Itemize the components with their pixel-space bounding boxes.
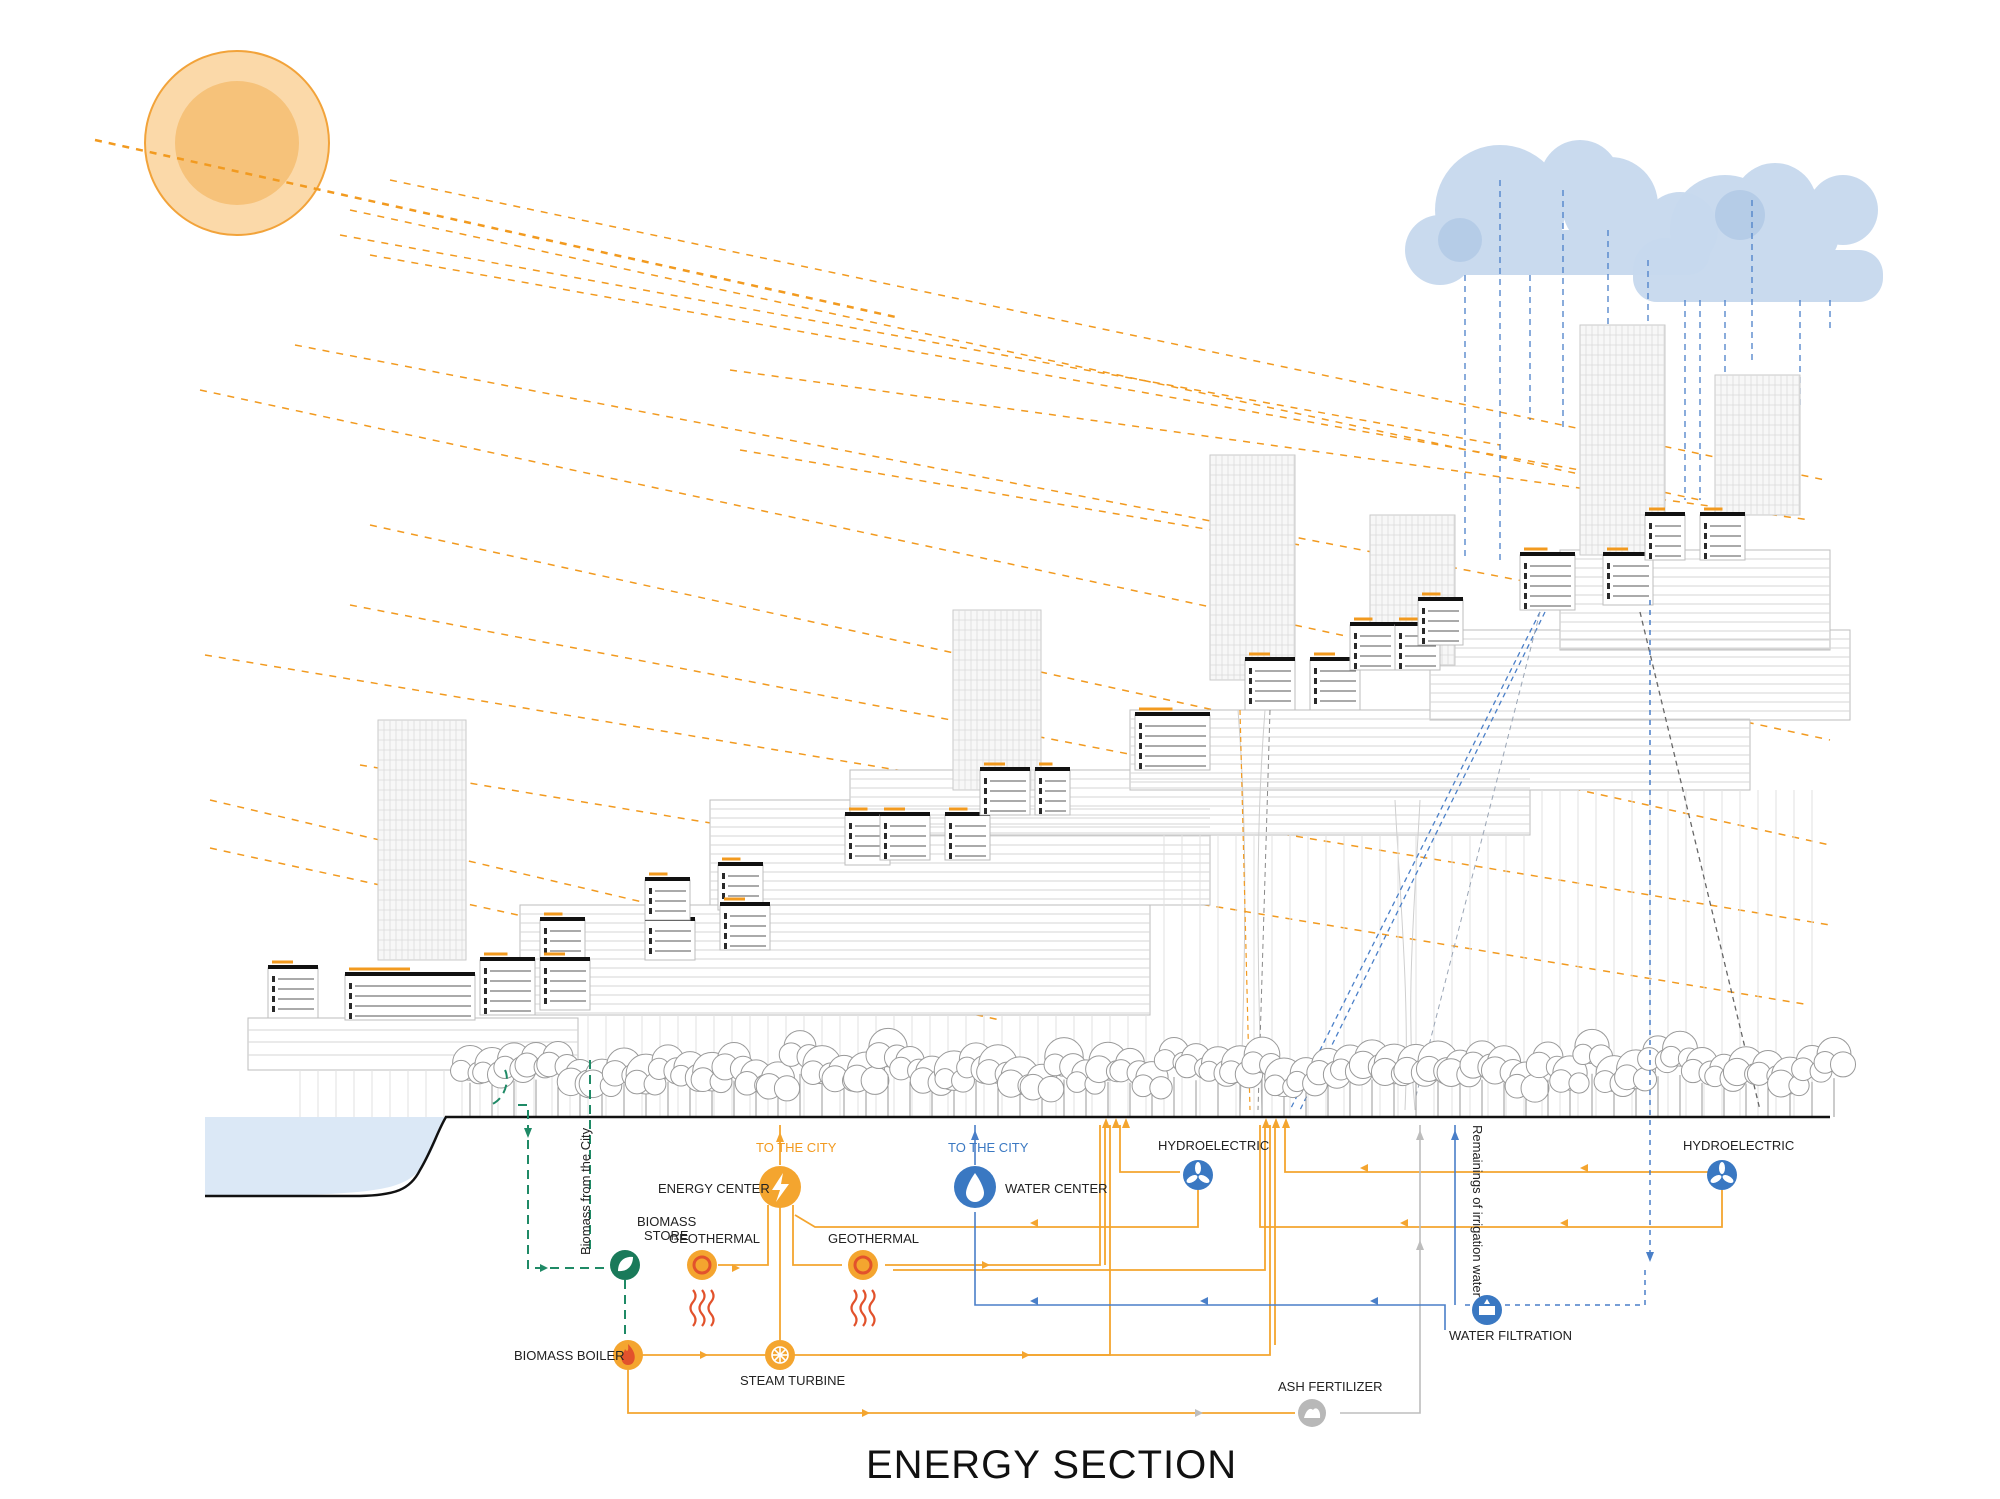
heat-icon bbox=[850, 1289, 876, 1327]
water-center-node: WATER CENTER bbox=[954, 1166, 1108, 1208]
steam-turbine-label: STEAM TURBINE bbox=[740, 1373, 846, 1388]
flame-icon bbox=[621, 1344, 635, 1366]
turbine-icon bbox=[771, 1346, 789, 1364]
ash-fertilizer-node: ASH FERTILIZER bbox=[1278, 1379, 1383, 1427]
fan-icon bbox=[1710, 1162, 1734, 1183]
biomass-boiler-label: BIOMASS BOILER bbox=[514, 1348, 625, 1363]
lightning-icon bbox=[772, 1173, 789, 1202]
to-the-city-energy-label: TO THE CITY bbox=[756, 1140, 837, 1155]
energy-center-label: ENERGY CENTER bbox=[658, 1181, 770, 1196]
filter-icon bbox=[1479, 1299, 1495, 1315]
biomass-boiler-node: BIOMASS BOILER bbox=[514, 1340, 643, 1370]
hydroelectric-right-node: HYDROELECTRIC bbox=[1683, 1138, 1794, 1190]
biomass-from-city-label: Biomass from the City bbox=[578, 1127, 593, 1255]
rain-lines bbox=[1464, 180, 1831, 560]
flow-arrows-green bbox=[524, 1128, 548, 1272]
hydroelectric-left-label: HYDROELECTRIC bbox=[1158, 1138, 1269, 1153]
water-filtration-node: WATER FILTRATION bbox=[1449, 1295, 1572, 1343]
fan-icon bbox=[1186, 1162, 1210, 1183]
sea bbox=[205, 1116, 448, 1198]
water-filtration-label: WATER FILTRATION bbox=[1449, 1328, 1572, 1343]
forest-canopy bbox=[450, 1027, 1857, 1117]
biomass-flows bbox=[489, 1060, 626, 1340]
heat-icon bbox=[689, 1289, 715, 1327]
to-the-city-water-label: TO THE CITY bbox=[948, 1140, 1029, 1155]
energy-center-node: ENERGY CENTER bbox=[658, 1166, 801, 1208]
geothermal-left-label: GEOTHERMAL bbox=[669, 1231, 760, 1246]
water-drop-icon bbox=[966, 1173, 984, 1202]
terraced-buildings bbox=[247, 324, 1851, 1071]
water-flows bbox=[974, 600, 1651, 1330]
cloud-icon bbox=[1633, 163, 1883, 302]
ash-fertilizer-label: ASH FERTILIZER bbox=[1278, 1379, 1383, 1394]
hydroelectric-left-node: HYDROELECTRIC bbox=[1158, 1138, 1269, 1190]
geothermal-right-label: GEOTHERMAL bbox=[828, 1231, 919, 1246]
flow-arrows-blue bbox=[971, 1130, 1654, 1305]
irrigation-remains-label: Remainings of irrigation water bbox=[1470, 1125, 1485, 1298]
biomass-store-label-line2: STORE bbox=[644, 1228, 689, 1243]
geothermal-left-node: GEOTHERMAL bbox=[669, 1231, 760, 1327]
flow-arrows-gray bbox=[1195, 1130, 1424, 1417]
diagram-title: ENERGY SECTION bbox=[866, 1443, 1237, 1487]
biomass-store-label-line1: BIOMASS bbox=[637, 1214, 697, 1229]
steam-turbine-node: STEAM TURBINE bbox=[740, 1340, 846, 1388]
dwelling-blocks bbox=[267, 507, 1746, 1021]
water-center-label: WATER CENTER bbox=[1005, 1181, 1108, 1196]
sun-icon bbox=[144, 50, 330, 236]
energy-flows bbox=[627, 1125, 1723, 1414]
stilt-columns bbox=[299, 790, 1813, 1117]
biomass-store-node: BIOMASS STORE bbox=[610, 1214, 697, 1280]
leaf-icon bbox=[618, 1256, 633, 1272]
hydroelectric-right-label: HYDROELECTRIC bbox=[1683, 1138, 1794, 1153]
ash-icon bbox=[1304, 1408, 1321, 1418]
flow-arrows bbox=[700, 1118, 1588, 1417]
geothermal-right-node: GEOTHERMAL bbox=[828, 1231, 919, 1327]
